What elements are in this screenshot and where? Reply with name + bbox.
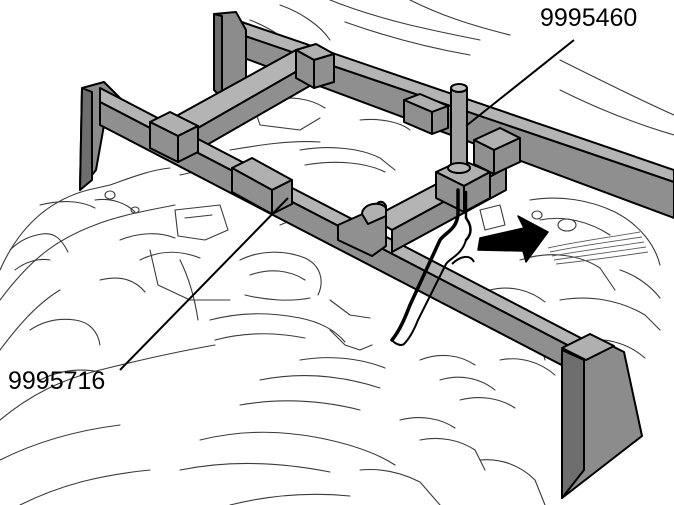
leader-line-top: [465, 39, 575, 127]
fixture-right-leg: [561, 333, 643, 499]
leader-line-bottom: [119, 197, 289, 371]
spindle-tool: [390, 83, 475, 346]
part-number-label-fixture: 9995716: [8, 367, 106, 395]
part-number-label-spindle: 9995460: [540, 4, 638, 32]
fixture-left-crossbar: [159, 43, 335, 159]
fixture-right-crossbar: [337, 93, 521, 257]
direction-arrow: [477, 215, 549, 263]
